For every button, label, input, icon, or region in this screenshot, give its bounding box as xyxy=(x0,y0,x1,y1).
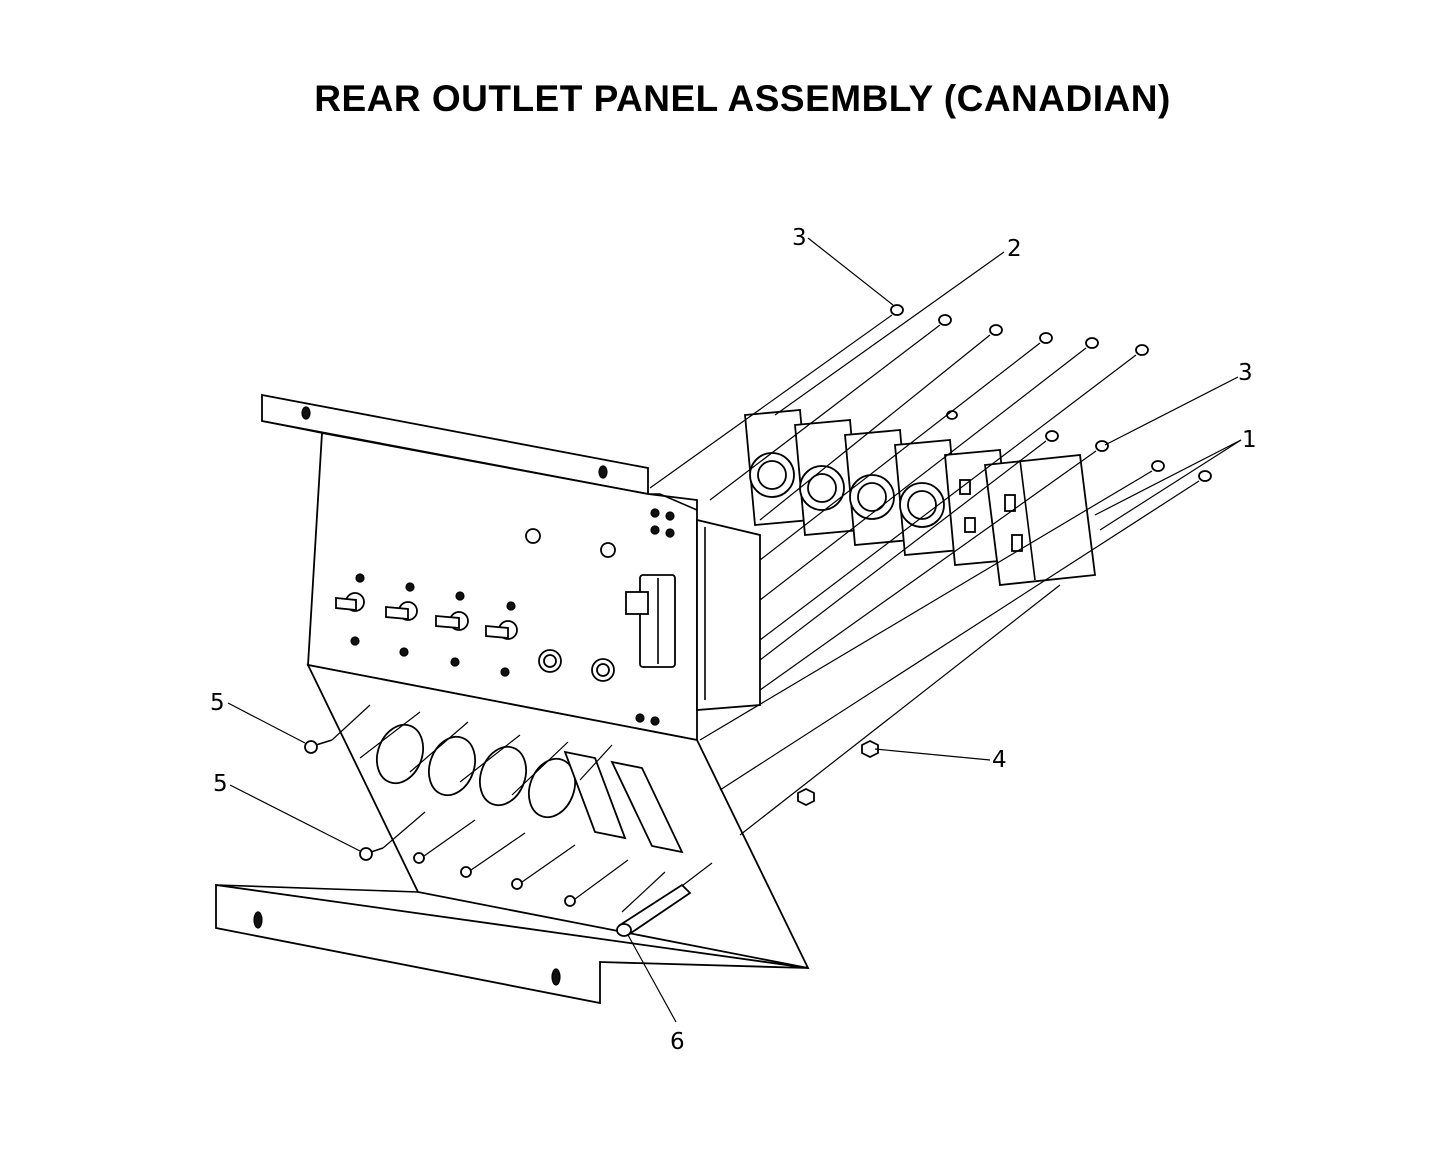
toggle-switch-row xyxy=(335,573,518,677)
main-face-plate xyxy=(307,431,761,742)
page-title: REAR OUTLET PANEL ASSEMBLY (CANADIAN) xyxy=(314,78,1171,119)
callout-1: 1 xyxy=(1242,427,1257,453)
receptacle-3 xyxy=(844,429,911,546)
screw-set xyxy=(304,704,713,919)
callout-5-lower: 5 xyxy=(213,771,228,797)
screw-upper xyxy=(304,739,333,754)
lower-mounting-flange xyxy=(215,883,809,1005)
hex-nut-set xyxy=(797,739,879,807)
callout-leaders xyxy=(227,237,1242,1023)
callout-2: 2 xyxy=(1007,236,1022,262)
callout-5-upper: 5 xyxy=(210,690,225,716)
receptacle-4 xyxy=(894,439,961,556)
callout-3-right: 3 xyxy=(1238,360,1253,386)
callout-3-upper-left: 3 xyxy=(792,225,807,251)
callout-6: 6 xyxy=(670,1029,685,1055)
explode-lines xyxy=(649,314,1200,836)
washer-row xyxy=(890,304,1212,482)
screw-lower xyxy=(359,847,384,861)
duplex-receptacle-b xyxy=(983,454,1097,586)
receptacle-set xyxy=(744,409,1097,586)
callout-4: 4 xyxy=(992,747,1007,773)
grounding-stud xyxy=(616,883,692,937)
